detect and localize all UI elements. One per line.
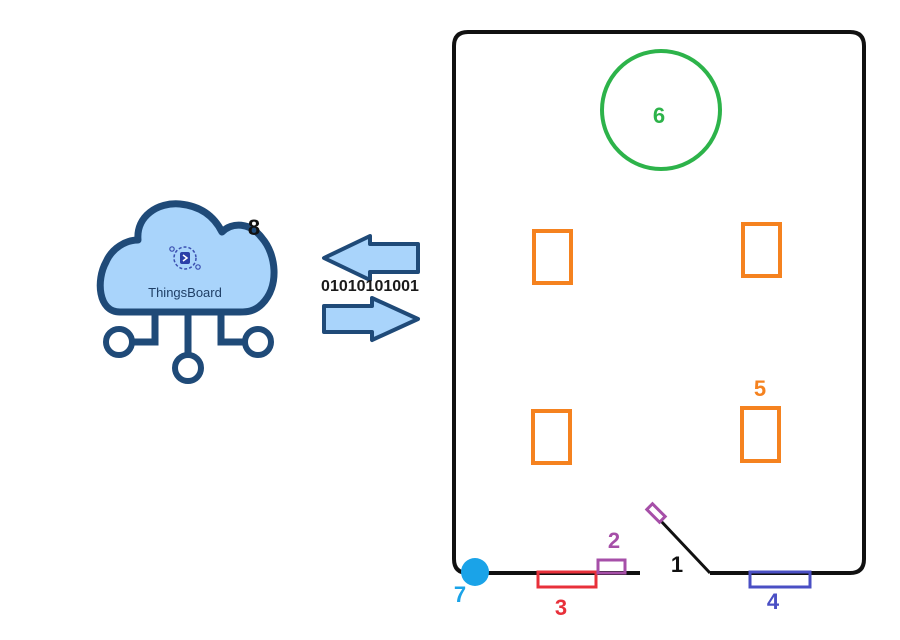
label-4: 4 — [767, 589, 780, 614]
label-7: 7 — [454, 582, 466, 607]
blue-sensor — [748, 570, 812, 589]
orange-sensor-top-right — [741, 222, 782, 278]
cyan-dot-sensor — [461, 558, 489, 586]
label-6: 6 — [653, 103, 665, 128]
label-2: 2 — [608, 528, 620, 553]
orange-sensor-top-left — [532, 229, 573, 285]
connector-node-right — [242, 326, 274, 358]
purple-sensor — [596, 558, 627, 575]
door-line — [658, 518, 712, 575]
room-floorplan: 6 5 7 3 2 1 4 — [452, 30, 866, 620]
connector-node-left — [103, 326, 135, 358]
orange-sensor-bottom-right — [740, 406, 781, 463]
binary-data-label: 01010101001 — [321, 278, 419, 295]
label-1: 1 — [671, 552, 683, 577]
orange-sensor-bottom-left — [531, 409, 572, 465]
label-5: 5 — [754, 376, 766, 401]
cloud-number-label: 8 — [248, 215, 260, 240]
connector-node-center — [172, 352, 204, 384]
red-sensor — [536, 570, 598, 589]
room-wall — [452, 30, 866, 575]
cloud-label: ThingsBoard — [148, 285, 222, 300]
arrow-left-icon — [322, 234, 420, 282]
label-3: 3 — [555, 595, 567, 620]
arrow-right-icon — [322, 296, 420, 342]
green-circle-zone — [600, 49, 722, 171]
thingsboard-cloud: ThingsBoard 8 — [96, 200, 278, 384]
data-arrows: 01010101001 — [321, 234, 420, 342]
cloud-connectors — [131, 310, 246, 355]
purple-door-sensor — [644, 501, 668, 525]
thingsboard-logo-icon — [169, 246, 201, 270]
